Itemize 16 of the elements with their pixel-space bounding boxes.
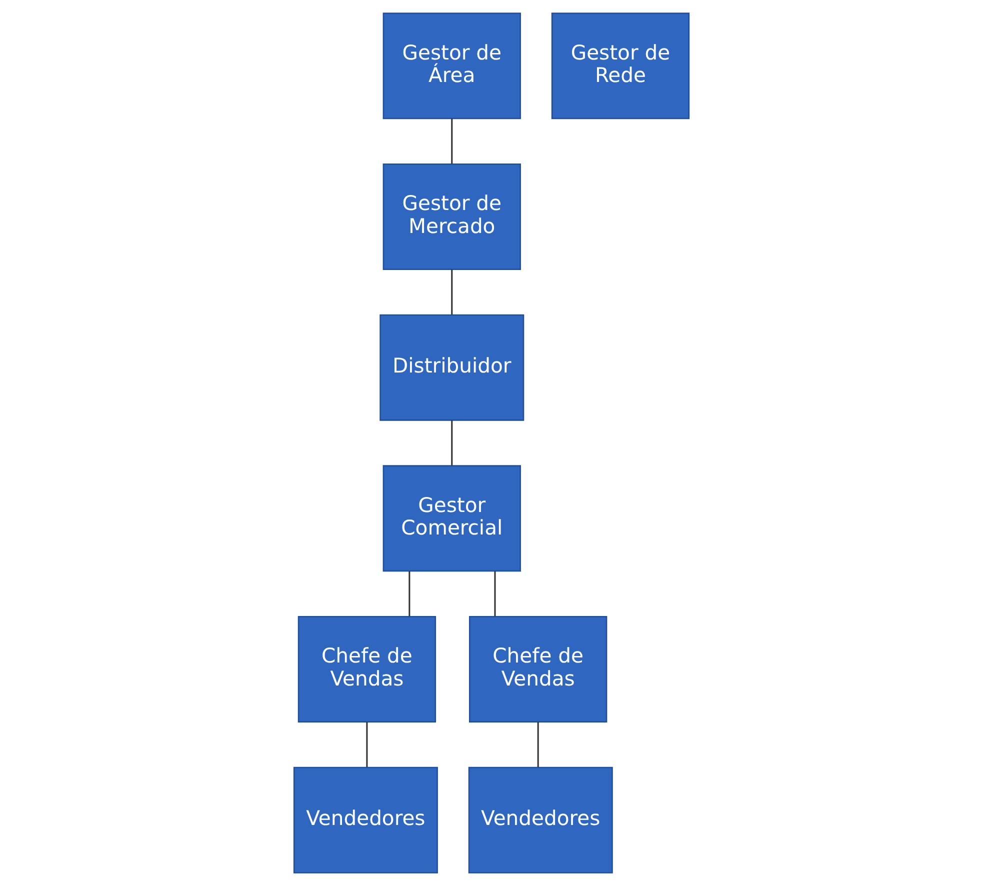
node-box: Chefe de Vendas	[469, 616, 608, 722]
connector	[366, 722, 368, 768]
node-box: Gestor de Área	[382, 12, 521, 120]
connector	[537, 722, 539, 768]
connector	[451, 118, 453, 164]
node-box: Vendedores	[468, 766, 613, 874]
node-box: Distribuidor	[380, 314, 524, 421]
node-box: Gestor de Rede	[551, 12, 690, 120]
connector	[494, 571, 496, 616]
connector	[408, 571, 410, 616]
node-box: Vendedores	[293, 766, 438, 874]
node-box: Gestor de Mercado	[382, 164, 521, 270]
node-box: Gestor Comercial	[382, 465, 521, 572]
connector	[451, 420, 453, 466]
connector	[451, 270, 453, 315]
node-box: Chefe de Vendas	[298, 616, 436, 722]
